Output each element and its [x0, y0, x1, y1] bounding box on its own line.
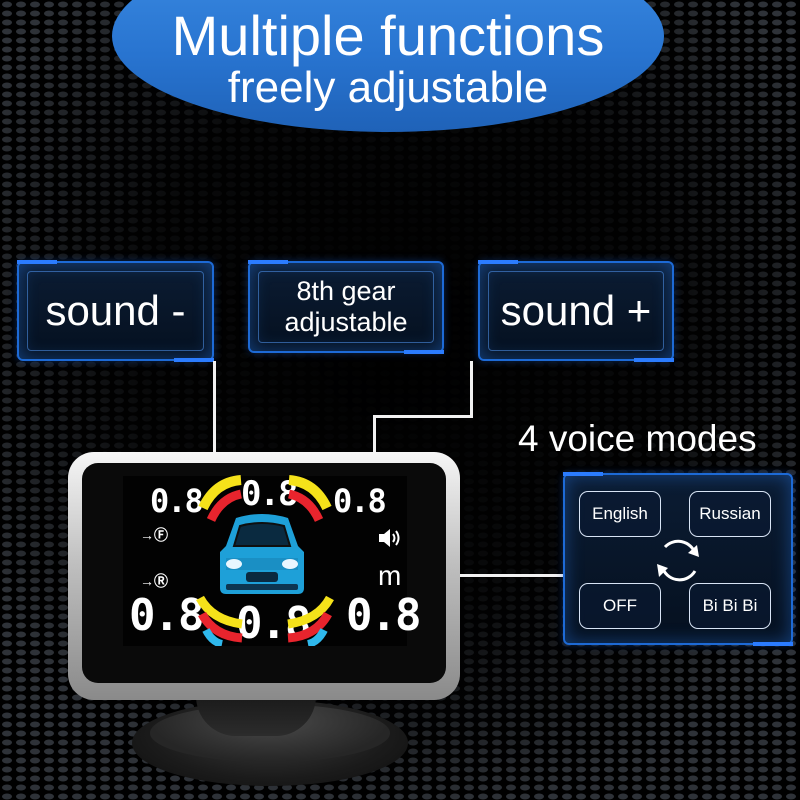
gear-label-line2: adjustable — [284, 307, 408, 337]
car-icon — [220, 514, 304, 594]
gear-adjust-button[interactable]: 8th gear adjustable — [248, 260, 444, 354]
voice-modes-panel: English Russian OFF Bi Bi Bi — [563, 472, 793, 646]
connector-line — [460, 574, 564, 577]
stand-neck — [196, 696, 316, 736]
front-sensor-bars — [198, 475, 332, 522]
sound-minus-label: sound - — [45, 287, 186, 334]
distance-top-left: 0.8 — [150, 482, 204, 520]
connector-line — [213, 361, 216, 456]
connector-line — [373, 415, 473, 418]
rear-sensor-label: →Ⓡ — [140, 573, 168, 589]
banner-title: Multiple functions — [171, 4, 605, 67]
rear-sensor-bars — [196, 595, 334, 646]
voice-modes-title: 4 voice modes — [518, 418, 757, 459]
voice-mode-bibibi[interactable]: Bi Bi Bi — [689, 583, 771, 629]
distance-bottom-right: 0.8 — [346, 590, 421, 641]
voice-mode-russian[interactable]: Russian — [689, 491, 771, 537]
distance-top-right: 0.8 — [333, 482, 387, 520]
banner-subtitle: freely adjustable — [227, 63, 549, 112]
distance-top-center: 0.8 — [241, 474, 298, 514]
speaker-icon — [379, 529, 400, 547]
voice-mode-english[interactable]: English — [579, 491, 661, 537]
connector-line — [470, 361, 473, 418]
front-sensor-label: →Ⓕ — [140, 527, 168, 543]
connector-line — [373, 415, 376, 455]
voice-mode-off[interactable]: OFF — [579, 583, 661, 629]
sound-minus-button[interactable]: sound - — [17, 260, 214, 362]
sound-plus-label: sound + — [500, 287, 652, 334]
distance-bottom-left: 0.8 — [129, 590, 204, 641]
sound-plus-button[interactable]: sound + — [478, 260, 674, 362]
gear-label-line1: 8th gear — [296, 276, 396, 306]
distance-unit: m — [378, 560, 402, 591]
cycle-arrows-icon — [657, 539, 699, 582]
